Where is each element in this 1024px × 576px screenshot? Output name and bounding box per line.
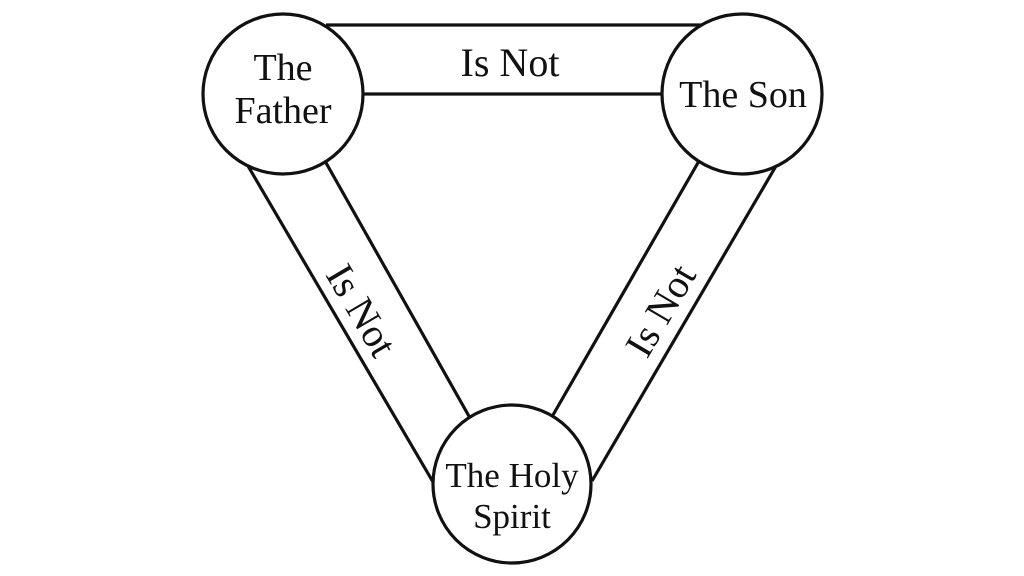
edge-father-son-label: Is Not: [461, 40, 560, 85]
edge-son-holy-spirit: Is Not: [551, 160, 778, 482]
node-son-circle: [660, 12, 824, 176]
edge-father-son: Is Not: [326, 23, 702, 96]
edge-father-holy-spirit-inner-line: [323, 160, 472, 419]
edge-son-holy-spirit-inner-line: [551, 160, 701, 416]
node-holy-spirit-label-line-1: The Holy: [445, 456, 579, 495]
edge-father-holy-spirit: Is Not: [246, 160, 472, 483]
node-father-label-line-2: Father: [234, 90, 331, 132]
edge-son-holy-spirit-outer-line: [590, 165, 778, 482]
node-holy-spirit-circle: [431, 403, 593, 565]
edge-father-holy-spirit-label: Is Not: [317, 256, 406, 364]
node-holy-spirit-label-line-2: Spirit: [473, 497, 551, 536]
node-father-label-line-1: The: [253, 47, 312, 89]
node-father: The Father: [201, 12, 365, 176]
node-father-circle: [201, 12, 365, 176]
node-son: The Son: [660, 12, 824, 176]
node-son-label: The Son: [679, 74, 807, 116]
node-holy-spirit: The Holy Spirit: [431, 403, 593, 565]
edge-father-holy-spirit-outer-line: [246, 165, 435, 483]
